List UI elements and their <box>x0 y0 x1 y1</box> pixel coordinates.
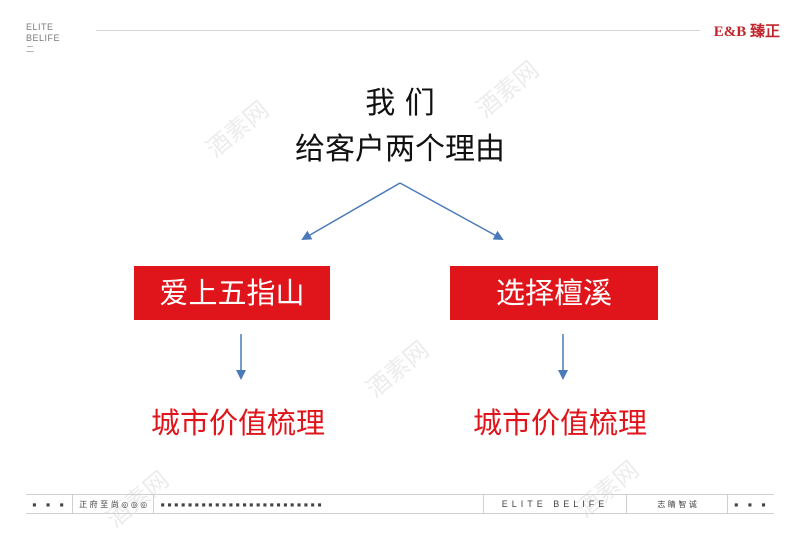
footer-bar: ▪ ▪ ▪ 正 府 至 尚 ◎ ◎ ◎ ▪▪▪▪▪▪▪▪▪▪▪▪▪▪▪▪▪▪▪▪… <box>26 494 774 514</box>
footer-dots-left: ▪ ▪ ▪ <box>26 495 74 513</box>
brand-logo: E&B 臻正 <box>713 24 780 40</box>
heading-line1: 我 们 <box>365 86 435 121</box>
logo-line2: BELIFE <box>26 33 61 43</box>
footer-right-text: 志 睛 智 诚 <box>627 495 728 513</box>
heading-line2: 给客户两个理由 <box>295 132 505 167</box>
footer-dots-middle: ▪▪▪▪▪▪▪▪▪▪▪▪▪▪▪▪▪▪▪▪▪▪▪▪ <box>154 495 484 513</box>
arrow-right-branch <box>399 182 504 240</box>
result-left: 城市价值梳理 <box>150 406 325 440</box>
footer-dots-right: ▪ ▪ ▪ <box>733 499 768 509</box>
result-right: 城市价值梳理 <box>472 406 647 440</box>
footer-left-text: 正 府 至 尚 ◎ ◎ ◎ <box>73 495 155 513</box>
reason-box-right: 选择檀溪 <box>450 266 658 320</box>
logo-line1: ELITE <box>26 22 54 32</box>
arrow-left-branch <box>301 182 401 240</box>
reason-box-left: 爱上五指山 <box>134 266 330 320</box>
top-divider <box>96 30 700 31</box>
logo: ELITE BELIFE 二 <box>26 22 60 55</box>
logo-mark: 二 <box>26 45 35 54</box>
footer-brand: ELITE BELIFE <box>484 495 628 513</box>
